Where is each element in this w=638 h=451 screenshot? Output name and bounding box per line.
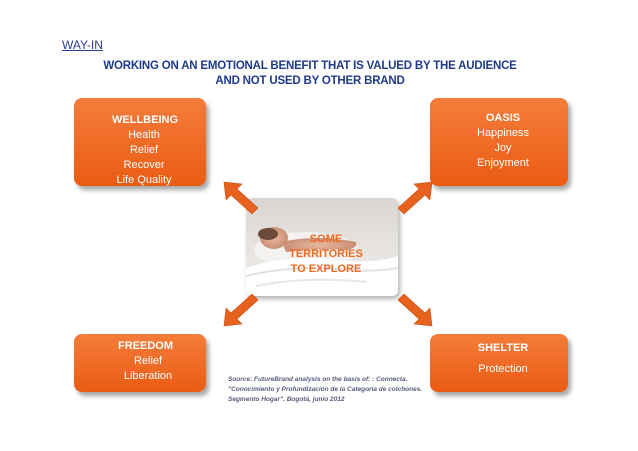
territory-wellbeing: WELLBEING Health Relief Recover Life Qua… [74,98,206,186]
center-photo [246,198,398,296]
territory-title: FREEDOM [118,340,173,352]
sleeping-person-image [246,198,398,296]
territory-item: Recover [123,159,165,171]
center-caption-line: TERRITORIES [289,248,363,260]
source-line: "Conocimiento y Profundización de la Cat… [228,386,423,393]
headline-line-1: WORKING ON AN EMOTIONAL BENEFIT THAT IS … [103,60,517,72]
territory-freedom: FREEDOM Relief Liberation [74,334,206,392]
source-line: Source: FutureBrand analysis on the basi… [228,376,408,383]
arrow-up-left-icon [223,181,259,215]
territory-title: WELLBEING [112,114,178,126]
territory-item: Happiness [477,127,529,139]
territory-item: Relief [129,144,159,156]
territory-item: Protection [478,363,528,375]
arrow-down-right-icon [397,293,433,327]
territory-item: Liberation [123,370,173,382]
territory-item: Joy [494,142,512,154]
territory-title: OASIS [485,112,521,124]
territory-item: Enjoyment [477,157,529,169]
arrow-up-right-icon [397,181,433,215]
center-caption: SOME TERRITORIES TO EXPLORE [270,232,382,277]
headline-line-2: AND NOT USED BY OTHER BRAND [215,75,405,87]
center-caption-line: TO EXPLORE [290,263,362,275]
source-line: Segmento Hogar". Bogotá, junio 2012 [228,396,345,403]
arrow-down-left-icon [223,293,259,327]
territory-item: Health [128,129,160,141]
section-label: WAY-IN [62,38,103,52]
territory-item: Relief [133,355,163,367]
center-caption-line: SOME [309,233,343,245]
source-note: Source: FutureBrand analysis on the basi… [228,375,448,405]
territory-title: SHELTER [477,342,529,354]
territory-shelter: SHELTER Protection [430,334,568,392]
territory-item: Life Quality [116,174,172,186]
territory-oasis: OASIS Happiness Joy Enjoyment [430,98,568,186]
